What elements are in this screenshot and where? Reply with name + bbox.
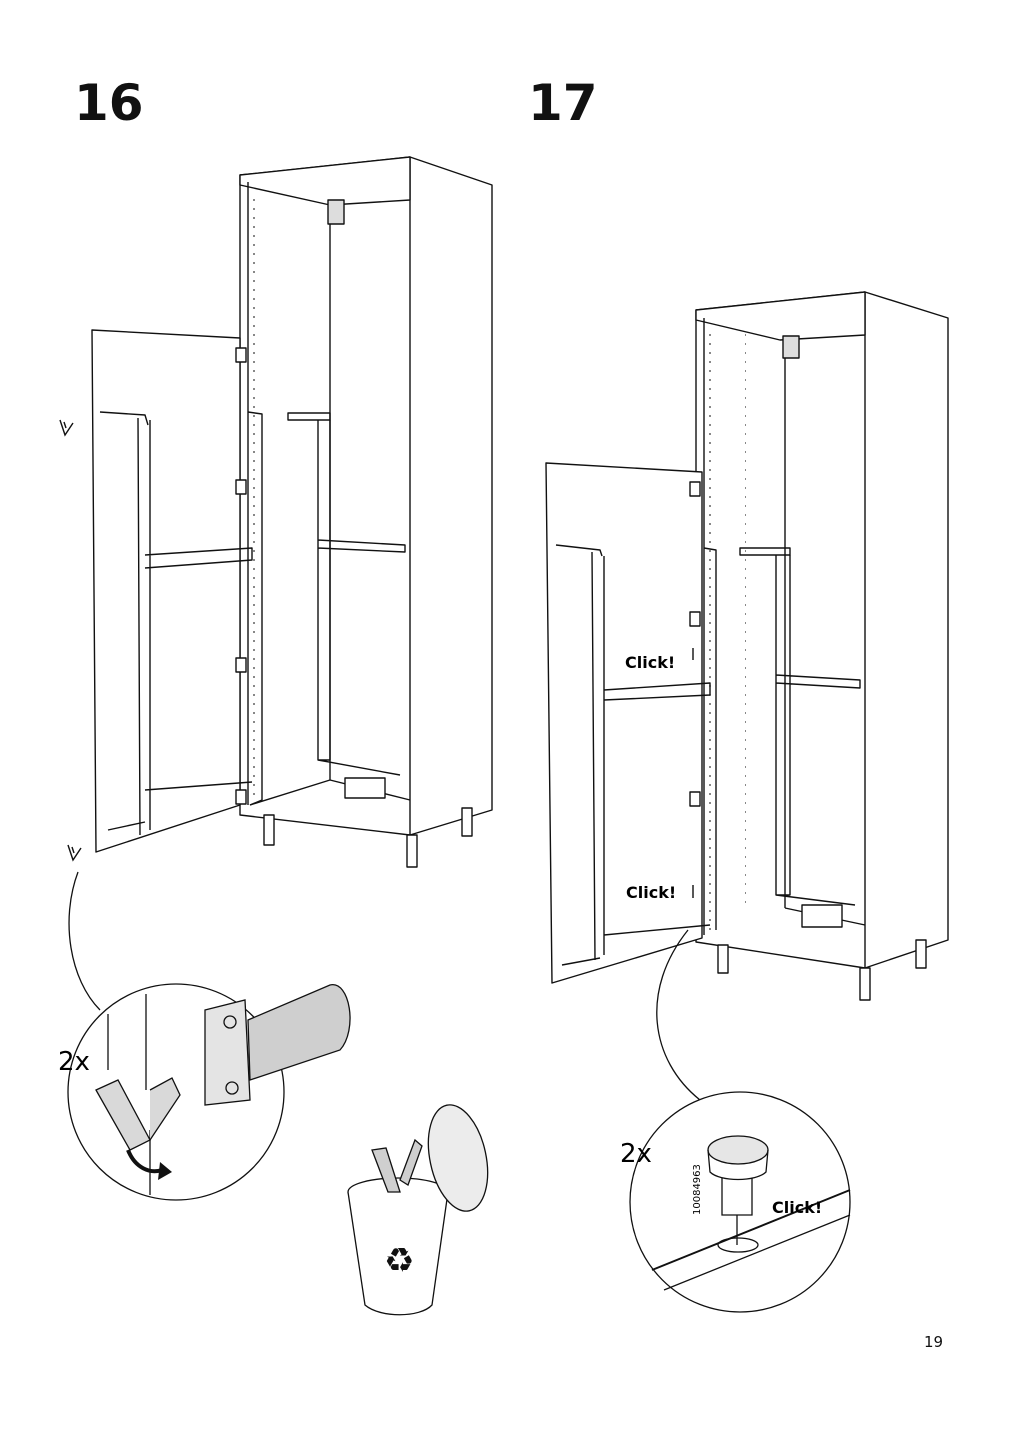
step17-quantity: 2x xyxy=(620,1139,652,1169)
part-number: 10084963 xyxy=(692,1164,703,1215)
click-label: Click! xyxy=(626,883,676,902)
click-label: Click! xyxy=(625,653,675,672)
waste-bin-icon xyxy=(347,1104,489,1316)
recycle-icon: ♻ xyxy=(384,1241,414,1281)
step-number-17: 17 xyxy=(528,74,598,132)
step17-detail-circle xyxy=(629,929,851,1313)
pin-icon xyxy=(67,844,82,862)
rotate-arrow-icon xyxy=(126,1149,163,1174)
pin-icon xyxy=(59,419,74,437)
step-number-16: 16 xyxy=(74,74,144,132)
step16-detail-circle xyxy=(67,871,351,1201)
step17-cabinet xyxy=(545,291,949,1001)
click-label: Click! xyxy=(772,1198,822,1217)
step16-quantity: 2x xyxy=(58,1047,90,1077)
page-number: 19 xyxy=(924,1333,944,1351)
step16-cabinet xyxy=(91,156,493,868)
